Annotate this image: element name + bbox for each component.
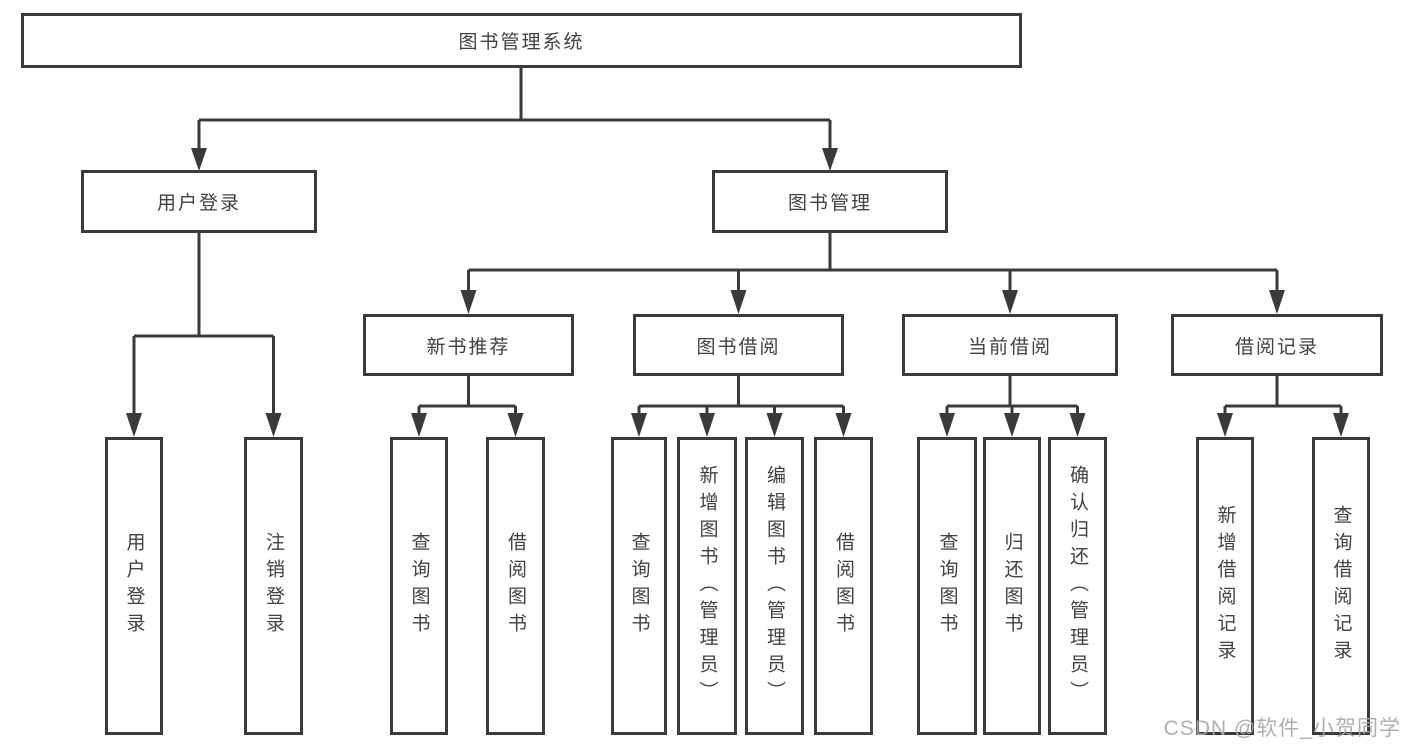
leaf-label: 归还图书 — [1001, 532, 1023, 640]
leaf-label: 新增图书（管理员） — [696, 464, 718, 708]
node-label: 当前借阅 — [967, 336, 1052, 358]
leaf-label: 借阅图书 — [505, 532, 526, 640]
leaf-label: 查询图书 — [408, 532, 430, 640]
node-borrow-records: 借阅记录 — [1171, 314, 1383, 376]
connector-borrow-record-children — [1217, 376, 1349, 437]
node-label: 新书推荐 — [426, 336, 511, 358]
node-label: 图书管理系统 — [458, 32, 585, 53]
leaf-user-login: 用户登录 — [105, 437, 163, 735]
leaf-query-books-borrow: 查询图书 — [611, 437, 667, 735]
leaf-label: 查询图书 — [936, 532, 958, 640]
leaf-borrow-books-recommend: 借阅图书 — [486, 437, 545, 735]
leaf-edit-books-admin: 编辑图书（管理员） — [745, 437, 804, 735]
node-book-management: 图书管理 — [712, 170, 948, 233]
connector-current-borrow-children — [939, 376, 1086, 437]
leaf-label: 确认归还（管理员） — [1067, 464, 1088, 708]
leaf-label: 借阅图书 — [833, 532, 854, 640]
leaf-query-borrow-record: 查询借阅记录 — [1312, 437, 1370, 735]
connector-new-book-children — [411, 376, 524, 437]
leaf-query-books-current: 查询图书 — [917, 437, 977, 735]
node-user-login: 用户登录 — [81, 170, 317, 233]
leaf-query-books-recommend: 查询图书 — [390, 437, 448, 735]
leaf-add-borrow-record: 新增借阅记录 — [1196, 437, 1254, 735]
node-label: 图书管理 — [787, 193, 872, 214]
node-new-book-recommend: 新书推荐 — [363, 314, 574, 376]
connector-book-borrow-children — [631, 376, 852, 437]
leaf-label: 编辑图书（管理员） — [764, 464, 785, 708]
leaf-label: 查询图书 — [628, 532, 650, 640]
connector-book-management-children — [460, 233, 1285, 314]
leaf-add-books-admin: 新增图书（管理员） — [677, 437, 737, 735]
csdn-watermark: CSDN @软件_小贺同学 — [1163, 717, 1401, 740]
leaf-label: 新增借阅记录 — [1214, 505, 1236, 667]
leaf-label: 查询借阅记录 — [1330, 505, 1352, 667]
node-library-management-system: 图书管理系统 — [21, 13, 1022, 68]
leaf-label: 用户登录 — [123, 532, 145, 640]
leaf-confirm-return-admin: 确认归还（管理员） — [1048, 437, 1107, 735]
connector-user-login-children — [126, 233, 282, 437]
node-label: 图书借阅 — [696, 336, 781, 358]
node-book-borrow: 图书借阅 — [633, 314, 844, 376]
leaf-logout: 注销登录 — [244, 437, 303, 735]
leaf-return-books: 归还图书 — [983, 437, 1041, 735]
node-label: 用户登录 — [156, 193, 241, 214]
leaf-borrow-books: 借阅图书 — [814, 437, 873, 735]
connector-root-to-level1 — [191, 68, 838, 171]
leaf-label: 注销登录 — [263, 532, 284, 640]
node-current-borrow: 当前借阅 — [902, 314, 1118, 376]
node-label: 借阅记录 — [1234, 336, 1319, 358]
